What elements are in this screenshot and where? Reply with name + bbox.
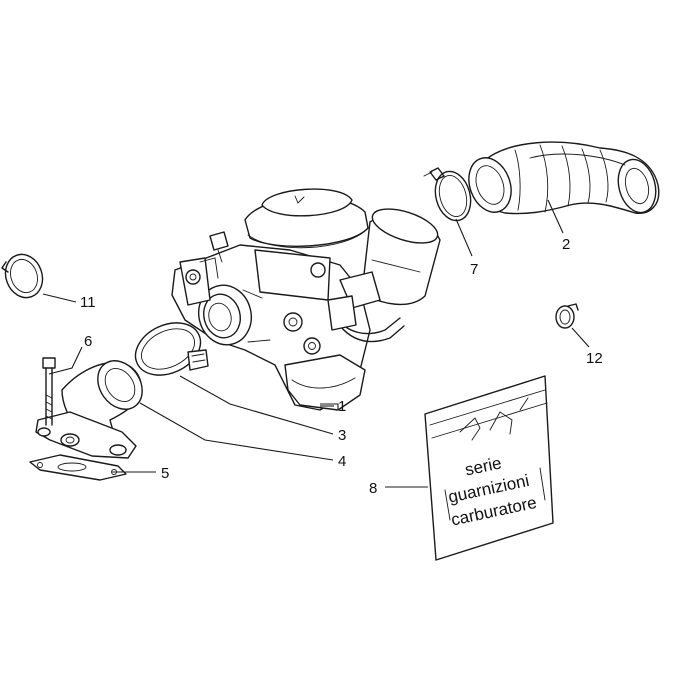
leader-6 [48, 346, 83, 375]
callout-5: 5 [161, 465, 169, 482]
clamp-11 [1, 253, 44, 299]
callout-2: 2 [562, 236, 570, 253]
callout-numbers: 1 2 3 4 5 6 7 8 11 12 [80, 236, 603, 497]
gasket-5 [29, 454, 127, 481]
callout-12: 12 [586, 350, 603, 367]
callout-8: 8 [369, 480, 377, 497]
callout-11: 11 [80, 294, 96, 311]
leader-11 [42, 293, 77, 303]
clip-12 [555, 303, 579, 329]
clamp-7 [423, 167, 472, 222]
hose-clamp-3 [134, 322, 209, 376]
leader-2 [547, 199, 564, 234]
leader-lines [42, 199, 590, 488]
air-intake-sleeve [468, 141, 660, 215]
leader-3 [179, 375, 334, 435]
callout-1: 1 [338, 398, 346, 415]
callout-4: 4 [338, 453, 346, 470]
carburettor [171, 188, 441, 411]
intake-manifold-4 [35, 360, 143, 459]
callout-6: 6 [84, 333, 92, 350]
leader-4 [139, 402, 334, 461]
callout-3: 3 [338, 427, 346, 444]
callout-7: 7 [470, 261, 478, 278]
leader-7 [455, 218, 473, 257]
screw-6 [42, 357, 56, 426]
leader-12 [571, 327, 590, 348]
gasket-kit-bag [424, 375, 554, 561]
leader-1 [320, 403, 339, 409]
